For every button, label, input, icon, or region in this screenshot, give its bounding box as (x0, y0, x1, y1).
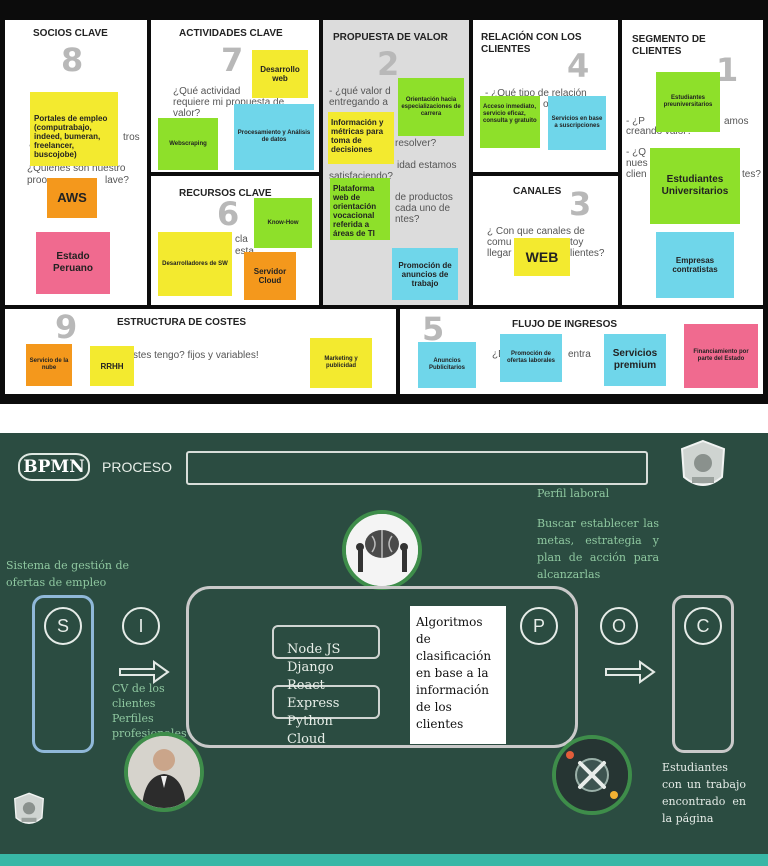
sticky-estudiantes-pre: Estudiantes preuniversitarios (656, 72, 720, 132)
segmento-question-fragment: - ¿Q (626, 147, 646, 158)
propuesta-question-fragment: entregando a (329, 97, 388, 108)
estructura-costes-title: ESTRUCTURA DE COSTES (117, 317, 246, 329)
segmento-question-fragment: clien (626, 169, 647, 180)
sipoc-o[interactable]: O (600, 607, 638, 645)
sticky-webscraping: Webscraping (158, 118, 218, 170)
propuesta-valor-title: PROPUESTA DE VALOR (333, 32, 448, 44)
brain-icon (346, 514, 418, 586)
recursos-question-fragment: cla (235, 234, 248, 245)
sistema-gestion-text: Sistema de gestión de ofertas de empleo (6, 557, 140, 591)
canales-title: CANALES (513, 186, 561, 198)
output-arrow-icon (604, 659, 656, 685)
segmento-clientes-title: SEGMENTO DE CLIENTES (632, 34, 706, 58)
sipoc-board: BPMN PROCESO Perfil laboral Buscar estab… (0, 433, 768, 866)
tools-icon (556, 739, 628, 811)
sticky-know-how: Know-How (254, 198, 312, 248)
input-item: CV de los clientes (112, 681, 186, 711)
canales-number: 3 (569, 188, 591, 220)
sticky-orientacion: Orientación hacia especializaciones de c… (398, 78, 464, 136)
sticky-portales: Portales de empleo (computrabajo, indeed… (30, 92, 118, 166)
canales-question-fragment: ¿ Con que canales de (487, 226, 585, 237)
socios-question-fragment: proo (27, 175, 47, 186)
bpmn-logo: BPMN (18, 453, 90, 481)
sticky-empresas: Empresas contratistas (656, 232, 734, 298)
segmento-question-fragment: nues (626, 158, 648, 169)
propuesta-question-fragment: cada uno de (395, 203, 450, 214)
sipoc-p[interactable]: P (520, 607, 558, 645)
propuesta-question-fragment: resolver? (395, 138, 436, 149)
socios-clave-title: SOCIOS CLAVE (33, 28, 108, 40)
sticky-plataforma: Plataforma web de orientación vocacional… (330, 178, 390, 240)
sticky-marketing: Marketing y publicidad (310, 338, 372, 388)
tech-item: Express (287, 695, 340, 713)
sticky-aws: AWS (47, 178, 97, 218)
buscar-metas-text: Buscar establecer las metas, estrategia … (537, 515, 659, 583)
university-seal-icon (12, 789, 46, 833)
business-model-canvas: SOCIOS CLAVE 8 ¿ tros ¿Quiénes son nuest… (0, 0, 768, 404)
tools-illustration (552, 735, 632, 815)
relacion-clientes-number: 4 (567, 50, 589, 82)
sticky-promocion: Promoción de anuncios de trabajo (392, 248, 458, 300)
presenter-photo (124, 732, 204, 812)
tech-item: Node JS (287, 641, 340, 659)
socios-question-fragment: lave? (105, 175, 129, 186)
costes-question: stes tengo? fijos y variables! (133, 350, 259, 361)
perfil-laboral-text: Perfil laboral (537, 487, 609, 500)
canales-question-fragment: comu (487, 237, 511, 248)
sticky-acceso: Acceso inmediato, servicio eficaz, consu… (480, 96, 540, 148)
estructura-costes-number: 9 (55, 311, 77, 343)
sticky-rrhh: RRHH (90, 346, 134, 386)
actividades-clave-number: 7 (221, 44, 243, 76)
sticky-servidor-cloud: Servidor Cloud (244, 252, 296, 300)
propuesta-question-fragment: ntes? (395, 214, 419, 225)
sticky-anuncios: Anuncios Publicitarios (418, 342, 476, 388)
actividades-clave-title: ACTIVIDADES CLAVE (179, 28, 283, 40)
algoritmos-box: Algoritmos de clasificación en base a la… (410, 606, 506, 744)
estudiantes-result-text: Estudiantes con un trabajo encontrado en… (662, 759, 746, 827)
propuesta-question-fragment: - ¿qué valor d (329, 86, 391, 97)
sipoc-s[interactable]: S (44, 607, 82, 645)
algoritmos-text: Algoritmos de clasificación en base a la… (416, 614, 500, 733)
flujo-ingresos-title: FLUJO DE INGRESOS (512, 319, 617, 331)
university-seal-icon (678, 439, 728, 495)
sticky-estudiantes-univ: Estudiantes Universitarios (650, 148, 740, 224)
sticky-promocion-ofertas: Promoción de ofertas laborales (500, 334, 562, 382)
sticky-estado-peruano: Estado Peruano (36, 232, 110, 294)
sticky-servicio-nube: Servicio de la nube (26, 344, 72, 386)
sticky-web: WEB (514, 238, 570, 276)
propuesta-valor-number: 2 (377, 48, 399, 80)
tech-item: React (287, 677, 340, 695)
segmento-question-fragment: amos (724, 116, 748, 127)
input-list: CV de los clientes Perfiles profesionale… (112, 681, 186, 741)
sticky-desarrolladores: Desarrolladores de SW (158, 232, 232, 296)
proceso-label: PROCESO (102, 459, 172, 475)
recursos-clave-number: 6 (217, 198, 239, 230)
propuesta-question-fragment: de productos (395, 192, 453, 203)
segmento-question-fragment: tes? (742, 169, 761, 180)
sticky-financiamiento: Financiamiento por parte del Estado (684, 324, 758, 388)
process-frame (186, 586, 578, 748)
sticky-desarrollo-web: Desarrollo web (252, 50, 308, 98)
brain-illustration (342, 510, 422, 590)
canales-question-fragment: llegar (487, 248, 511, 259)
socios-question-fragment: tros (123, 132, 140, 143)
sticky-procesamiento: Procesamiento y Análisis de datos (234, 104, 314, 170)
tech-item: Cloud (287, 731, 340, 749)
sticky-informacion: Información y métricas para toma de deci… (328, 112, 394, 164)
tech-item: Django (287, 659, 340, 677)
canales-question-fragment: clientes? (565, 248, 604, 259)
sticky-servicios-base: Servicios en base a suscripciones (548, 96, 606, 150)
ingresos-question-fragment: entra (568, 349, 591, 360)
propuesta-question-fragment: idad estamos (397, 160, 456, 171)
person-icon (128, 736, 200, 808)
proceso-box[interactable] (186, 451, 648, 485)
flujo-ingresos-number: 5 (422, 313, 444, 345)
sipoc-c[interactable]: C (684, 607, 722, 645)
sticky-servicios-premium: Servicios premium (604, 334, 666, 386)
bottom-accent-band (0, 854, 768, 866)
socios-clave-number: 8 (61, 44, 83, 76)
sipoc-i[interactable]: I (122, 607, 160, 645)
tech-item: Python (287, 713, 340, 731)
tech-list: Node JS Django React Express Python Clou… (287, 641, 340, 749)
